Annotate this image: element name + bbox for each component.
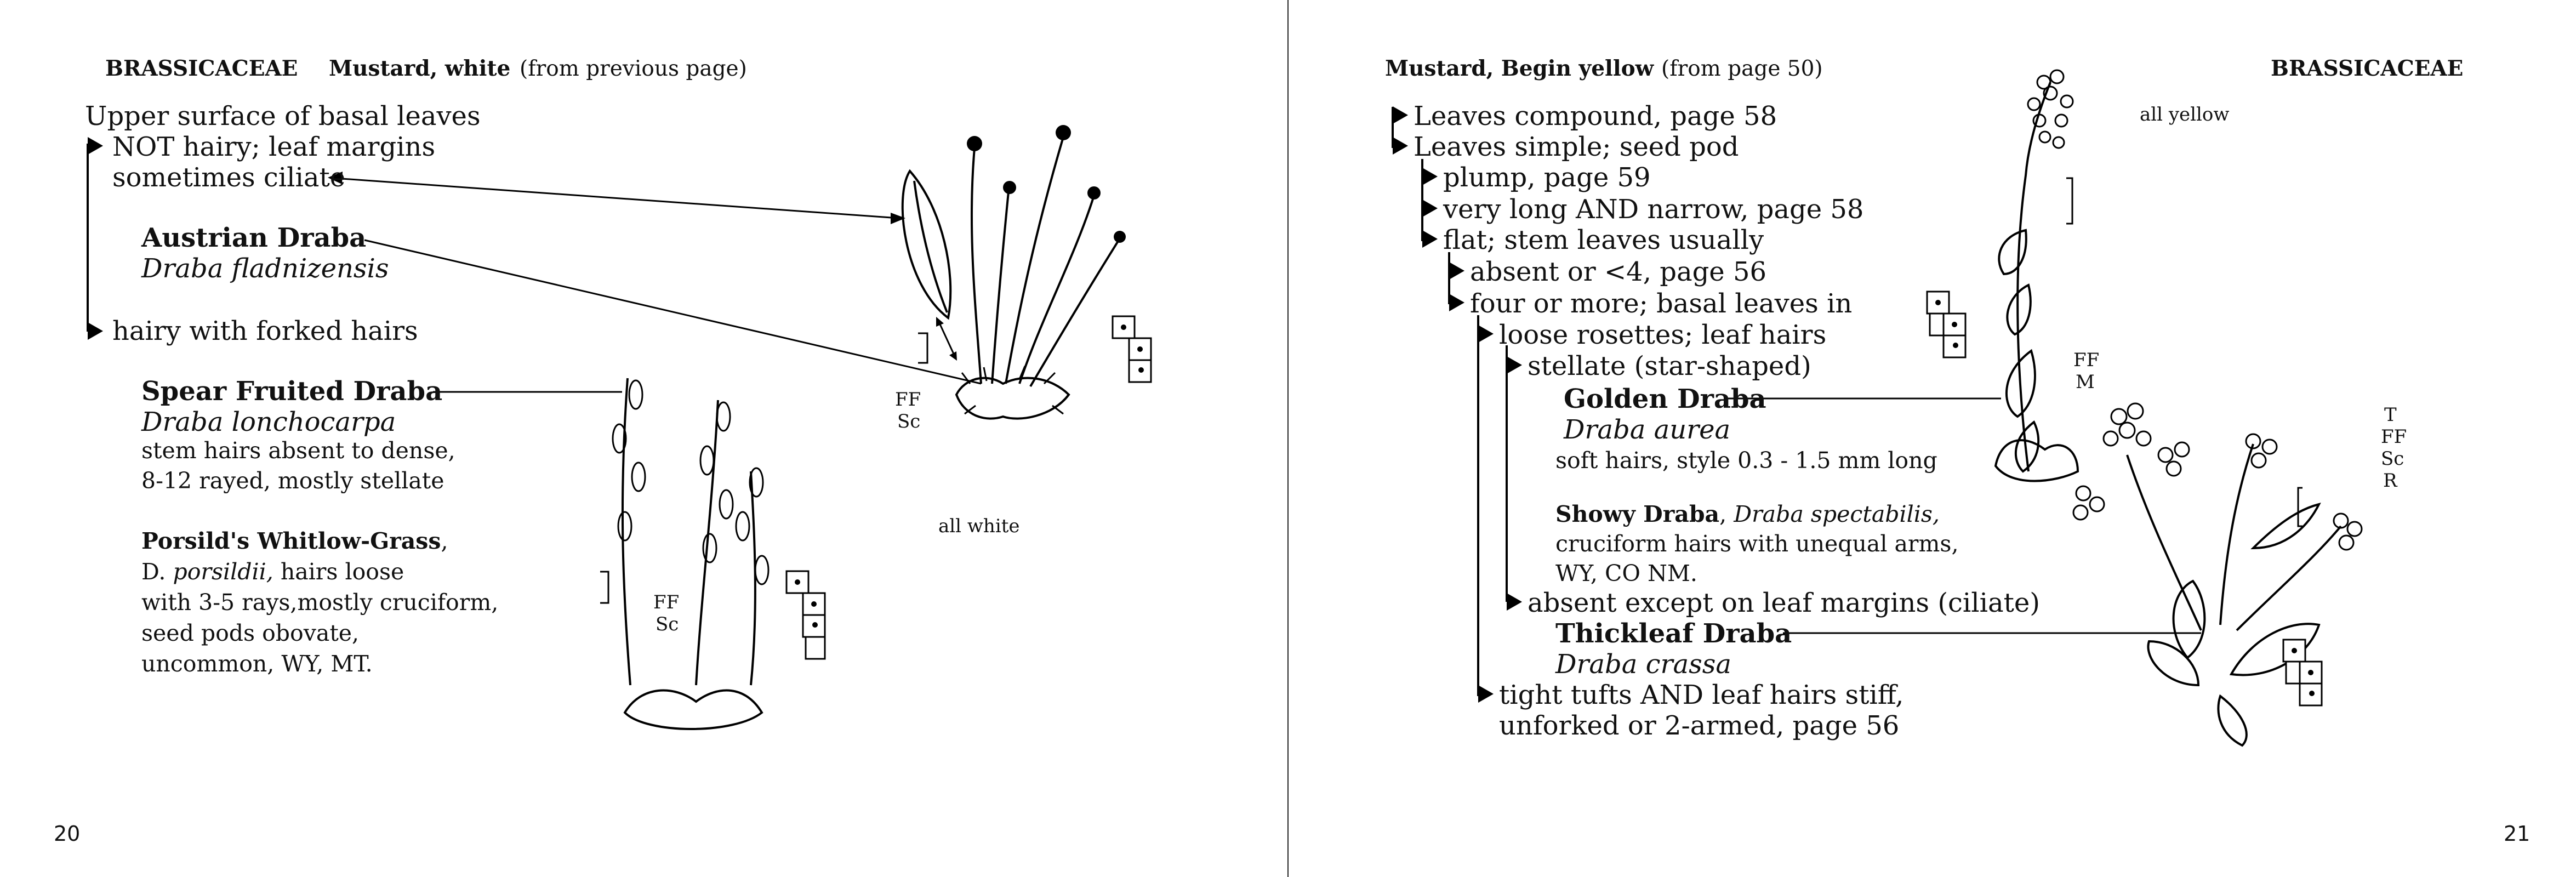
species-latin-name: porsildii, — [173, 559, 273, 585]
page-number: 21 — [2504, 822, 2531, 846]
lead-absent: absent or <4, page 56 — [1470, 257, 1767, 287]
section-heading: Mustard, white — [329, 56, 511, 81]
punctuation: , — [1719, 501, 1734, 527]
region-label: FF — [895, 389, 921, 411]
right-triangle-arrow-icon — [1478, 685, 1494, 703]
lead-loose-rosettes: loose rosettes; leaf hairs — [1499, 320, 1827, 350]
lead-not-hairy: NOT hairy; leaf margins — [112, 132, 436, 162]
lead-flat: flat; stem leaves usually — [1443, 225, 1764, 255]
lead-tight-tufts-cont: unforked or 2-armed, page 56 — [1499, 710, 1900, 741]
page-number: 20 — [54, 822, 81, 846]
color-note: all white — [938, 515, 1020, 537]
species-common-name: Austrian Draba — [141, 223, 367, 253]
species-latin-name: Draba lonchocarpa — [141, 407, 396, 437]
species-latin-name: Draba crassa — [1555, 649, 1731, 680]
family-heading: BRASSICACEAE — [2271, 56, 2464, 81]
species-description: D. porsildii, hairs loose — [141, 561, 404, 583]
right-triangle-arrow-icon — [1422, 168, 1438, 185]
lead-four-or-more: four or more; basal leaves in — [1470, 288, 1853, 319]
species-description: WY, CO NM. — [1555, 560, 1697, 586]
species-common-name: Thickleaf Draba — [1555, 618, 1792, 649]
species-description: seed pods obovate, — [141, 620, 360, 646]
right-triangle-arrow-icon — [88, 137, 103, 155]
region-label: FF — [2073, 349, 2100, 371]
left-page: BRASSICACEAE Mustard, white (from previo… — [0, 0, 1287, 877]
species-description: with 3-5 rays,mostly cruciform, — [141, 589, 499, 616]
right-triangle-arrow-icon — [1478, 325, 1494, 343]
region-label: M — [2076, 371, 2095, 393]
right-triangle-arrow-icon — [1393, 137, 1408, 155]
species-latin-name: Draba fladnizensis — [141, 253, 389, 284]
region-label: FF — [2381, 426, 2407, 448]
lead-plump: plump, page 59 — [1443, 162, 1651, 193]
species-description: uncommon, WY, MT. — [141, 651, 373, 677]
key-bracket-lines — [1392, 107, 2303, 696]
punctuation: , — [441, 528, 448, 554]
right-triangle-arrow-icon — [1422, 230, 1438, 248]
species-note-title: Porsild's Whitlow-Grass, — [141, 530, 448, 553]
range-map-icon — [785, 570, 826, 660]
right-triangle-arrow-icon — [1507, 593, 1522, 611]
species-description: cruciform hairs with unequal arms, — [1555, 531, 1959, 557]
lead-ciliate: absent except on leaf margins (ciliate) — [1528, 588, 2041, 618]
region-label: Sc — [897, 411, 921, 432]
range-map-icon — [1112, 315, 1152, 383]
range-map-icon — [2282, 639, 2323, 707]
region-label: T — [2384, 404, 2397, 426]
species-description: 8-12 rayed, mostly stellate — [141, 468, 444, 494]
region-label: Sc — [2381, 448, 2404, 470]
range-map-icon — [1926, 291, 1967, 358]
family-heading: BRASSICACEAE — [105, 56, 298, 81]
right-page: Mustard, Begin yellow (from page 50) BRA… — [1289, 0, 2576, 877]
section-heading: Mustard, Begin yellow — [1385, 56, 1654, 81]
genus-abbrev: D. — [141, 559, 173, 585]
species-description: stem hairs absent to dense, — [141, 437, 455, 464]
lead-not-hairy-cont: sometimes ciliate — [112, 162, 346, 193]
right-triangle-arrow-icon — [1393, 106, 1408, 124]
lead-stellate: stellate (star-shaped) — [1528, 351, 1811, 381]
species-common-name: Showy Draba — [1555, 501, 1720, 527]
description-text: hairs loose — [273, 559, 404, 585]
lead-leaves-compound: Leaves compound, page 58 — [1414, 101, 1777, 132]
species-latin-name: Draba aurea — [1564, 414, 1731, 445]
section-note: (from previous page) — [520, 56, 747, 81]
species-common-name: Golden Draba — [1564, 384, 1766, 414]
right-triangle-arrow-icon — [88, 322, 103, 340]
color-note: all yellow — [2140, 104, 2230, 126]
lead-long-narrow: very long AND narrow, page 58 — [1443, 194, 1864, 225]
species-description: soft hairs, style 0.3 - 1.5 mm long — [1555, 447, 1937, 474]
species-note-title: Showy Draba, Draba spectabilis, — [1555, 503, 1940, 526]
section-note: (from page 50) — [1661, 56, 1823, 81]
lead-hairy: hairy with forked hairs — [112, 316, 418, 346]
right-triangle-arrow-icon — [1422, 200, 1438, 217]
key-bracket-lines — [87, 144, 982, 604]
page-gutter — [1287, 0, 1289, 877]
region-label: R — [2383, 470, 2397, 492]
region-label: FF — [653, 591, 680, 613]
right-triangle-arrow-icon — [1449, 294, 1464, 311]
species-latin-name: Draba spectabilis, — [1734, 501, 1940, 527]
right-triangle-arrow-icon — [1449, 262, 1464, 280]
region-label: Sc — [656, 613, 679, 635]
species-common-name: Porsild's Whitlow-Grass — [141, 528, 441, 554]
key-heading: Upper surface of basal leaves — [85, 101, 481, 132]
lead-leaves-simple: Leaves simple; seed pod — [1414, 132, 1739, 162]
species-common-name: Spear Fruited Draba — [141, 376, 443, 407]
lead-tight-tufts: tight tufts AND leaf hairs stiff, — [1499, 680, 1904, 710]
right-triangle-arrow-icon — [1507, 356, 1522, 374]
